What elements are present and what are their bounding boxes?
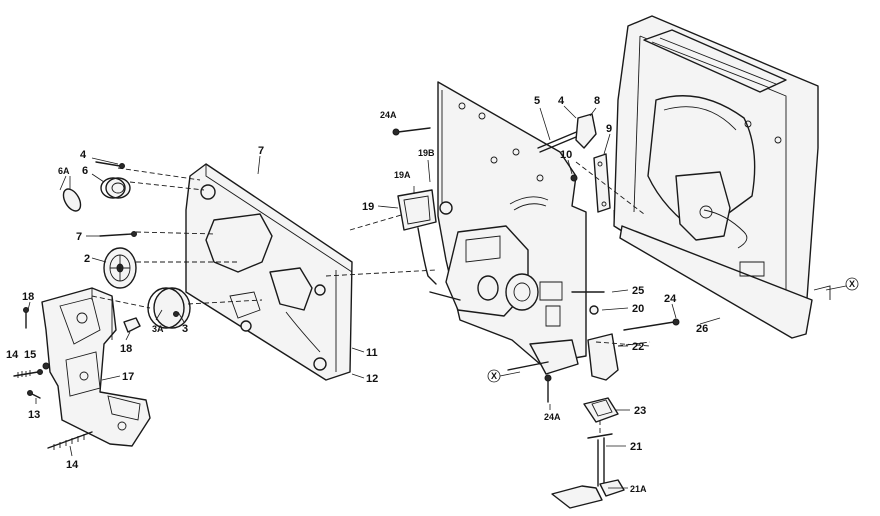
part-26-rear-housing <box>613 15 831 339</box>
callout-13: 13 <box>28 409 40 421</box>
part-24-screw <box>623 318 680 331</box>
callout-18-b: 18 <box>120 343 132 355</box>
callout-labels: 4 6A 6 7 7 2 3A 3 18 18 14 15 17 13 14 1… <box>6 95 855 494</box>
callout-20: 20 <box>632 303 644 315</box>
part-6-pulley <box>100 177 131 199</box>
part-10-clip <box>570 174 578 182</box>
callout-2: 2 <box>84 253 90 265</box>
callout-24: 24 <box>664 293 677 305</box>
callout-17: 17 <box>122 371 134 383</box>
callout-24a-top: 24A <box>380 110 397 120</box>
callout-19: 19 <box>362 201 374 213</box>
callout-14-a: 14 <box>6 349 19 361</box>
callout-9: 9 <box>606 123 612 135</box>
callout-22: 22 <box>632 341 644 353</box>
part-6a-spring <box>62 188 82 212</box>
callout-5: 5 <box>534 95 540 107</box>
part-23-foot <box>583 397 619 423</box>
callout-7-top: 7 <box>258 145 264 157</box>
callout-6: 6 <box>82 165 88 177</box>
part-19-switch <box>397 189 453 285</box>
part-motor-gearbox <box>429 225 539 317</box>
part-actuator-arm <box>507 339 579 375</box>
part-21-plunger <box>587 420 613 487</box>
screw-14-left <box>13 369 43 378</box>
part-11-housing-plate <box>185 163 353 381</box>
reference-circle-x-right <box>845 277 859 291</box>
callout-18-a: 18 <box>22 291 34 303</box>
callout-19b: 19B <box>418 148 435 158</box>
callout-11: 11 <box>366 347 378 359</box>
callout-10: 10 <box>560 149 572 161</box>
callout-23: 23 <box>634 405 646 417</box>
callout-4-mid: 4 <box>558 95 565 107</box>
callout-15: 15 <box>24 349 36 361</box>
part-8-lever <box>575 113 597 149</box>
callout-6a: 6A <box>58 166 70 176</box>
callout-x-right: X <box>849 279 855 289</box>
part-20-washer <box>589 305 599 315</box>
part-22-bracket <box>587 333 651 381</box>
screw-14-bottom <box>47 431 93 450</box>
callout-12: 12 <box>366 373 378 385</box>
leader-lines <box>27 105 847 489</box>
callout-8: 8 <box>594 95 600 107</box>
screw-18-left <box>23 307 29 329</box>
part-4-pin-left <box>95 161 125 169</box>
callout-24a-bottom: 24A <box>544 412 561 422</box>
assembly-lines-right <box>575 161 651 347</box>
part-24a-screw-bottom <box>544 374 552 403</box>
part-18-clip <box>123 317 141 333</box>
callout-7-left: 7 <box>76 231 82 243</box>
callout-25: 25 <box>632 285 644 297</box>
callout-x-left: X <box>491 371 497 381</box>
part-21a-base <box>551 479 625 509</box>
callout-26: 26 <box>696 323 708 335</box>
part-24a-screw-top <box>392 127 431 136</box>
callout-14-b: 14 <box>66 459 79 471</box>
callout-19a: 19A <box>394 170 411 180</box>
part-2-wheel <box>103 247 137 289</box>
part-17-bracket <box>41 287 151 447</box>
callout-21a: 21A <box>630 484 647 494</box>
screw-13 <box>27 390 41 399</box>
callout-21: 21 <box>630 441 642 453</box>
callout-3: 3 <box>182 323 188 335</box>
part-main-mounting-plate <box>437 81 587 365</box>
assembly-lines-left <box>91 167 437 309</box>
callout-3a: 3A <box>152 324 164 334</box>
reference-circle-x-left <box>487 369 501 383</box>
callout-4-top: 4 <box>80 149 87 161</box>
washer-15 <box>42 362 50 370</box>
part-7-pin <box>99 231 137 237</box>
part-9-link <box>593 153 611 213</box>
